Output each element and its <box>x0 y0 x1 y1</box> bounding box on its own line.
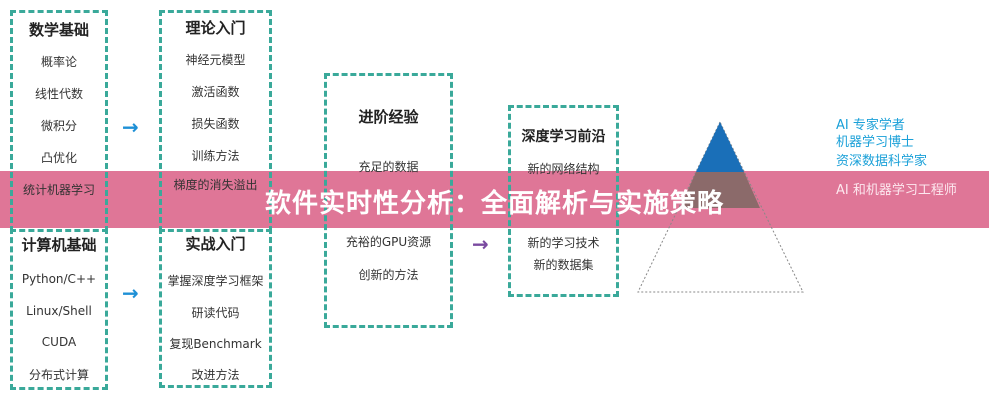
cs-box: 计算机基础 Python/C++ Linux/Shell CUDA 分布式计算 <box>10 228 108 390</box>
list-item: 概率论 <box>40 55 77 69</box>
list-item: 微积分 <box>40 119 77 133</box>
list-item: 充裕的GPU资源 <box>345 235 432 249</box>
pyramid-top-tier <box>696 122 744 172</box>
list-item: 掌握深度学习框架 <box>167 274 264 288</box>
pyramid-outline <box>637 120 804 293</box>
list-item: Linux/Shell <box>26 304 92 318</box>
math-box: 数学基础 概率论 线性代数 微积分 凸优化 统计机器学习 <box>10 10 108 232</box>
pyramid-label: 机器学习博士 <box>836 135 915 150</box>
pyramid-label: AI 专家学者 <box>836 118 905 133</box>
list-item: 梯度的消失溢出 <box>173 178 258 192</box>
list-item: 凸优化 <box>40 151 77 165</box>
list-item: 激活函数 <box>191 85 240 99</box>
list-item: 训练方法 <box>191 149 240 163</box>
list-item: 复现Benchmark <box>169 337 262 351</box>
frontier-title: 深度学习前沿 <box>521 129 606 145</box>
pyramid-label: AI 和机器学习工程师 <box>836 183 957 198</box>
list-item: Python/C++ <box>21 272 97 286</box>
advanced-box: 进阶经验 充足的数据 充裕的GPU资源 创新的方法 <box>324 73 453 328</box>
list-item: 新的学习技术 <box>527 236 600 250</box>
math-title: 数学基础 <box>28 21 89 39</box>
pyramid-label: 资深数据科学家 <box>836 154 928 169</box>
list-item: 神经元模型 <box>185 53 246 67</box>
list-item: 改进方法 <box>191 368 240 382</box>
list-item: 新的数据集 <box>533 258 594 272</box>
theory-box: 理论入门 神经元模型 激活函数 损失函数 训练方法 梯度的消失溢出 <box>159 10 272 232</box>
cs-title: 计算机基础 <box>21 236 97 254</box>
list-item: CUDA <box>41 335 77 349</box>
practice-title: 实战入门 <box>185 235 246 253</box>
title-banner <box>0 171 989 228</box>
arrow-right-icon: → <box>472 232 489 256</box>
pyramid <box>637 120 804 293</box>
pyramid-second-tier <box>680 172 760 208</box>
list-item: 统计机器学习 <box>22 183 95 197</box>
banner-title: 软件实时性分析：全面解析与实施策略 <box>264 189 724 219</box>
list-item: 创新的方法 <box>358 268 419 282</box>
list-item: 分布式计算 <box>28 368 89 382</box>
arrow-right-icon: → <box>122 115 139 139</box>
advanced-title: 进阶经验 <box>358 108 419 126</box>
arrow-right-icon: → <box>122 281 139 305</box>
practice-box: 实战入门 掌握深度学习框架 研读代码 复现Benchmark 改进方法 <box>159 228 272 388</box>
theory-title: 理论入门 <box>185 19 246 37</box>
list-item: 新的网络结构 <box>527 162 600 176</box>
list-item: 充足的数据 <box>358 160 419 174</box>
list-item: 研读代码 <box>191 306 240 320</box>
list-item: 损失函数 <box>191 117 240 131</box>
frontier-box: 深度学习前沿 新的网络结构 新的学习技术 新的数据集 <box>508 105 619 297</box>
list-item: 线性代数 <box>34 87 83 101</box>
